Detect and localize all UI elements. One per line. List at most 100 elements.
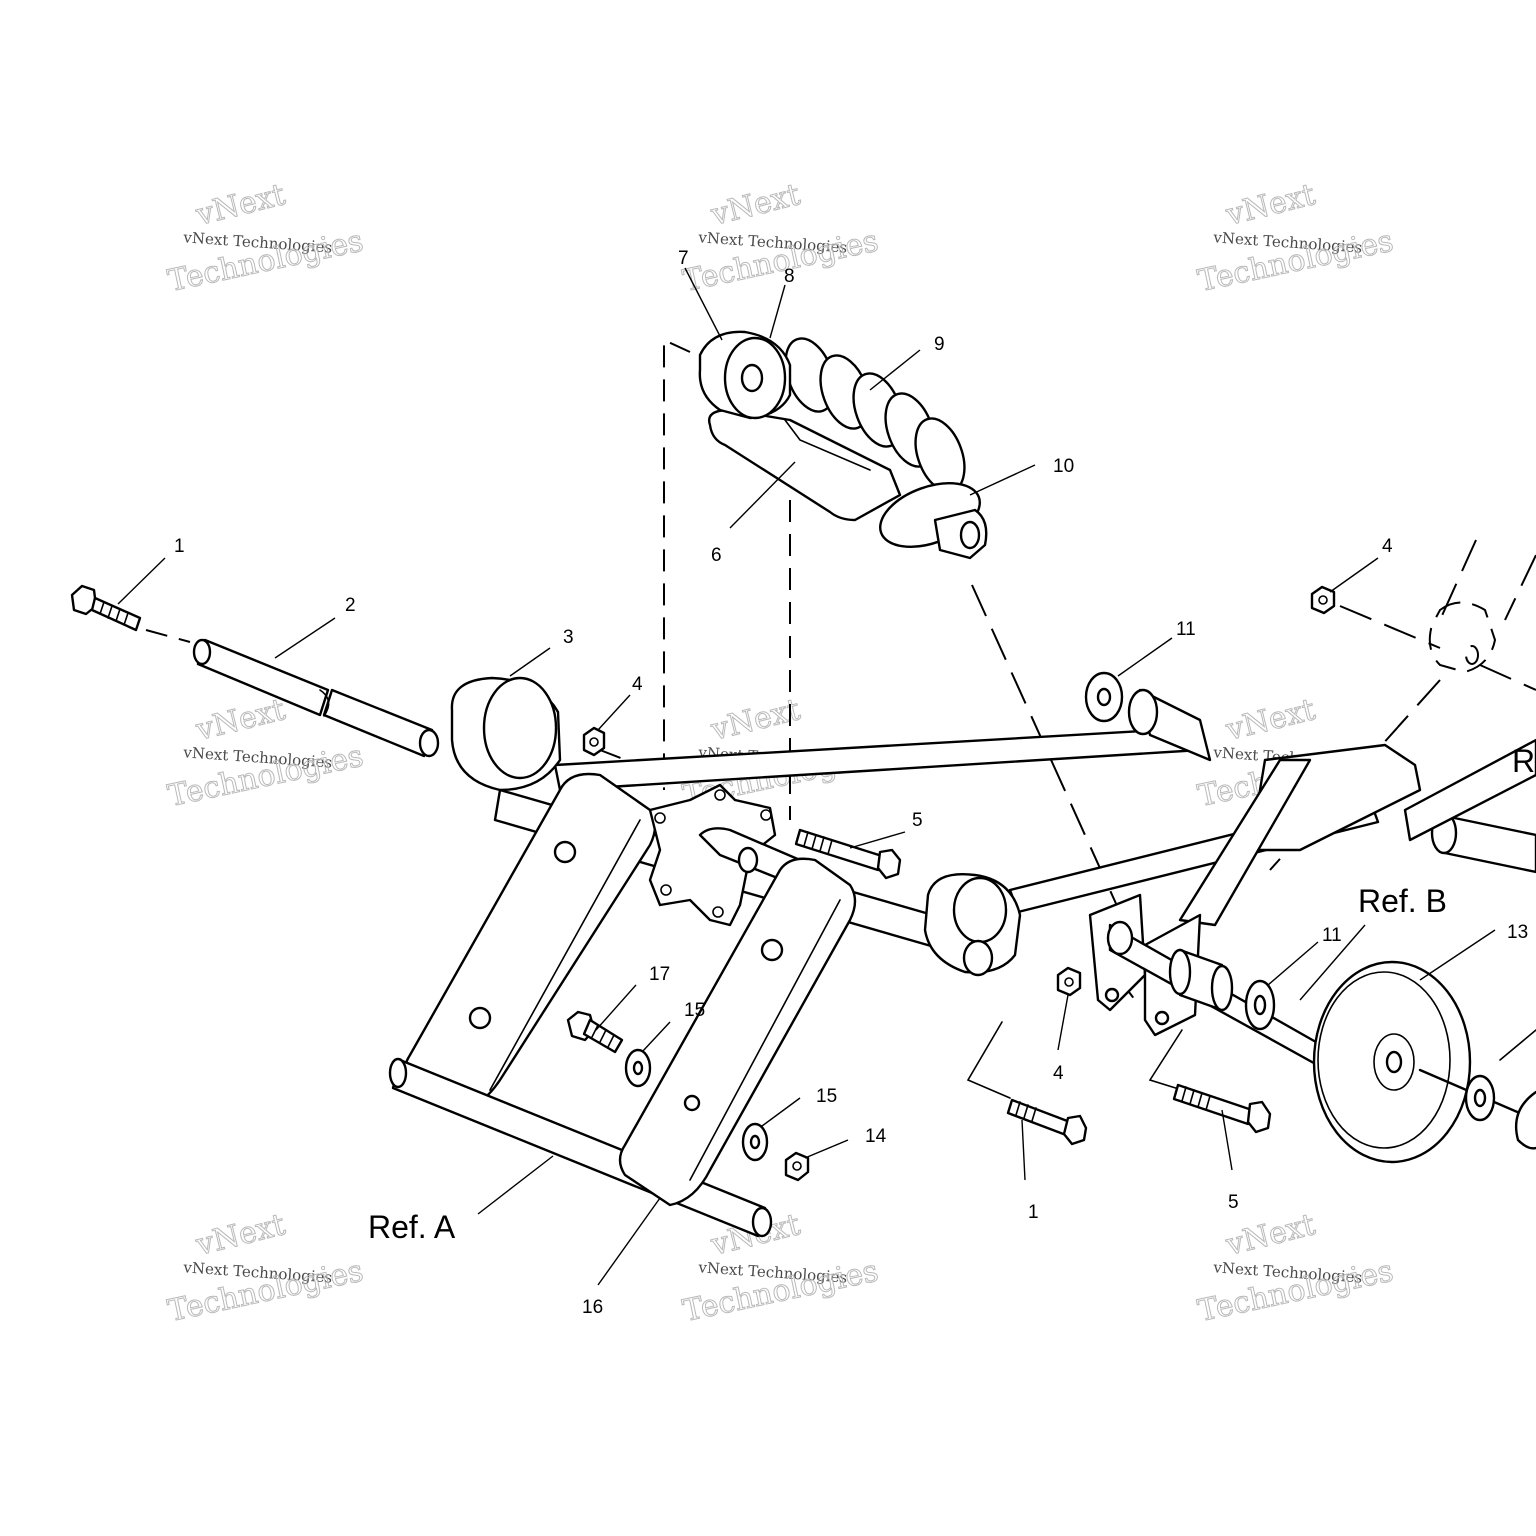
ghost-shock-right [1428, 601, 1497, 674]
ref-b-label: Ref. B [1358, 883, 1447, 919]
leader-4-left [597, 694, 631, 731]
wheel-inner-rim [1317, 971, 1451, 1149]
mount-plate-hole [760, 809, 772, 821]
washer-hole [1253, 994, 1267, 1016]
wheel-hub [1373, 1033, 1415, 1091]
bolt-head [1246, 1100, 1272, 1134]
nut-4-left [582, 726, 606, 757]
watermark: vNext vNext Technologies Technologies [1194, 1207, 1396, 1330]
watermark: vNext vNext Technologies Technologies [164, 177, 366, 300]
nut-4-lower [1056, 966, 1082, 997]
mount-plate-body [648, 783, 777, 927]
assembly-line-nut-4-right [1339, 605, 1441, 649]
nut-14 [784, 1151, 810, 1182]
callout-16: 16 [582, 1297, 603, 1318]
bolt-5-center [794, 828, 902, 880]
leader-ref-a [477, 1155, 554, 1215]
bolt-shank [90, 596, 142, 632]
leader-4-lower [1057, 994, 1069, 1051]
callout-13: 13 [1507, 922, 1528, 943]
shock-body [708, 408, 902, 522]
link-plate-right [618, 857, 857, 1207]
bolt-shank [1006, 1098, 1072, 1137]
assembly-line-right-top-b [1504, 554, 1536, 621]
right-upper-arm [1127, 688, 1422, 927]
nut-hole [589, 737, 599, 747]
bolt-head [1062, 1114, 1088, 1146]
leader-15-upper [641, 1021, 671, 1053]
washer-15-upper [624, 1048, 652, 1088]
watermark-line-top: vNext [1222, 177, 1319, 233]
callout-4-right: 4 [1382, 536, 1393, 557]
link-plate-edge [489, 819, 641, 1091]
leader-15-lower [761, 1097, 801, 1127]
watermark-line-top: vNext [192, 1207, 289, 1263]
callout-15-upper: 15 [684, 1000, 705, 1021]
shaft-2 [192, 638, 440, 758]
bushing-opening [482, 676, 558, 780]
nut-4-upper-right [1310, 585, 1336, 615]
arm-tube-bore [1127, 688, 1159, 736]
nut-hex [1056, 966, 1082, 997]
leader-1 [117, 557, 166, 605]
callout-2: 2 [345, 595, 356, 616]
axle-spacer-end [1168, 948, 1192, 996]
leader-1-lower [1021, 1119, 1026, 1181]
shaft-right-half [322, 688, 434, 758]
nut-hex [784, 1151, 810, 1182]
rod-end-left [388, 1057, 408, 1089]
nut-hole [1064, 977, 1074, 987]
leader-5-center [849, 831, 906, 849]
leader-4-right [1329, 557, 1379, 593]
assembly-line-right-top-a [1439, 539, 1477, 621]
mount-plate-hole [654, 812, 666, 824]
mount-plate-hole [712, 906, 724, 918]
mount-plate-bore [737, 846, 759, 874]
bolt-head [876, 848, 902, 880]
shock-body-edge [784, 419, 871, 471]
link-plate-hole [760, 938, 784, 962]
assembly-line-bolt-1 [145, 629, 191, 643]
bushing-opening [952, 876, 1008, 944]
leader-17 [595, 984, 637, 1031]
washer-11-lower [1244, 979, 1276, 1031]
mount-plate-hole [660, 884, 672, 896]
wheel-bore [1385, 1050, 1403, 1074]
leader-partial [1499, 1029, 1536, 1061]
washer-hole [749, 1134, 761, 1150]
shock-spring [784, 337, 966, 493]
leader-2 [274, 617, 336, 659]
leader-11-lower [1267, 941, 1319, 986]
callout-17: 17 [649, 964, 670, 985]
watermark: vNext vNext Technologies Technologies [1194, 177, 1396, 300]
leader-lines [117, 267, 1496, 1286]
callout-1-lower: 1 [1028, 1202, 1039, 1223]
assembly-line-right-shock [1479, 664, 1536, 691]
nut-hole [792, 1161, 802, 1171]
bracket-hole [1104, 987, 1120, 1003]
rail-right-frame [1403, 738, 1536, 842]
leader-5-lower [1221, 1109, 1233, 1171]
mount-plate [648, 783, 802, 927]
axle-end [1106, 920, 1134, 956]
axle-spacer-end [1210, 964, 1234, 1012]
callout-10: 10 [1053, 456, 1074, 477]
ref-a-label: Ref. A [368, 1209, 456, 1245]
bushing-3 [450, 676, 562, 792]
reference-labels: Ref. A Ref. B R [368, 743, 1535, 1245]
watermark-line-top: vNext [707, 177, 804, 233]
washer-hole [632, 1060, 644, 1076]
callout-7: 7 [678, 248, 689, 269]
callout-5-lower: 5 [1228, 1192, 1239, 1213]
bolt-threads [591, 1024, 615, 1048]
rod-end-right [751, 1206, 773, 1238]
bushing-center [923, 873, 1022, 977]
bolt-1 [70, 584, 142, 632]
wheel-13 [1312, 960, 1536, 1164]
watermark: vNext vNext Technologies Technologies [164, 1207, 366, 1330]
callout-11-upper: 11 [1176, 619, 1196, 640]
callout-4-lower: 4 [1053, 1063, 1064, 1084]
leader-3 [509, 647, 551, 677]
washer-11-upper [1084, 671, 1124, 723]
